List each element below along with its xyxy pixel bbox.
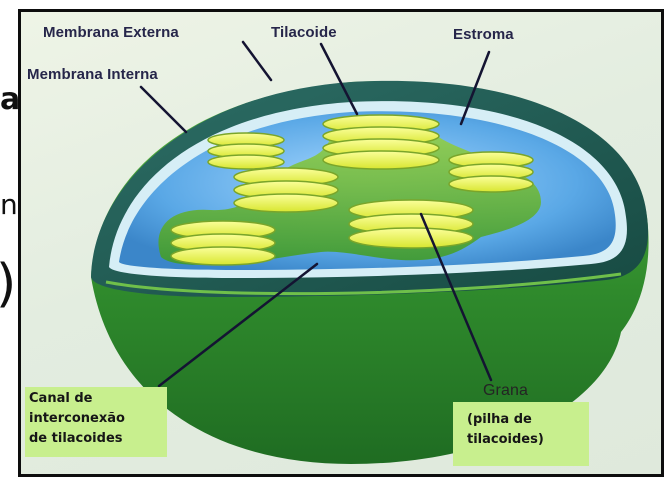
label-tilacoide: Tilacoide [271,24,337,41]
side-fragment-paren: ) [0,254,16,314]
granum-left [171,221,275,265]
label-membrana-externa: Membrana Externa [43,24,179,41]
pointer-membrana-interna [141,87,186,132]
label-membrana-interna: Membrana Interna [27,66,158,83]
pilha-line-2: tilacoides) [467,430,585,450]
granum-left-top [208,133,284,169]
granum-front [349,200,473,248]
label-grana: Grana [483,382,528,400]
canal-line-2: interconexão [29,409,163,429]
granum-right [449,152,533,192]
granum-center [234,168,338,212]
side-fragment-n: n [0,188,18,221]
granum-top [323,115,439,169]
label-box-pilha: (pilha de tilacoides) [453,402,589,466]
label-box-canal: Canal de interconexão de tilacoides [25,387,167,457]
pointer-membrana-externa [243,42,271,80]
pilha-line-1: (pilha de [467,410,585,430]
canal-line-1: Canal de [29,389,163,409]
label-estroma: Estroma [453,26,514,43]
canal-line-3: de tilacoides [29,429,163,449]
chloroplast-diagram: Membrana Externa Tilacoide Estroma Membr… [18,9,664,477]
